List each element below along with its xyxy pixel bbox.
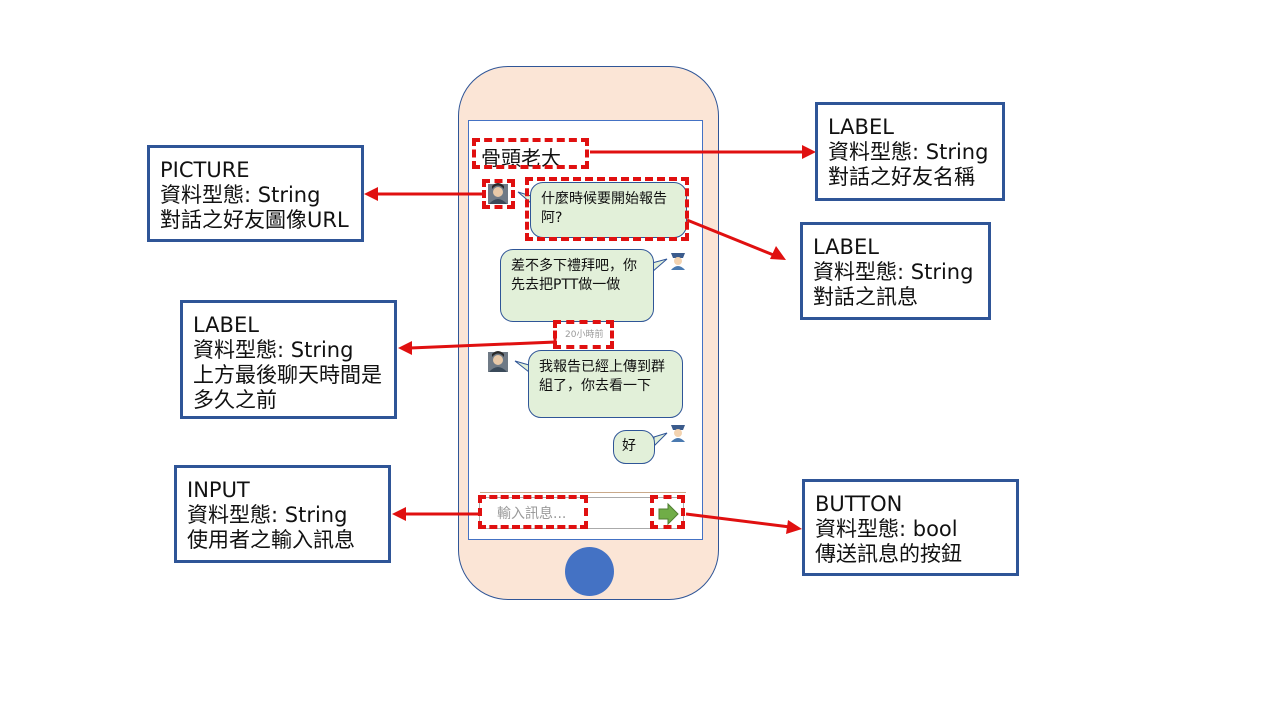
home-button[interactable] bbox=[565, 547, 614, 596]
message-bubble: 好 bbox=[613, 430, 655, 464]
annotation-dtype: 資料型態: String bbox=[828, 140, 989, 164]
annotation-type: BUTTON bbox=[815, 492, 903, 516]
timestamp-label: 20小時前 bbox=[565, 330, 604, 340]
annotation-dtype: 資料型態: String bbox=[813, 260, 974, 284]
annotation-desc: 傳送訊息的按鈕 bbox=[815, 542, 962, 566]
highlight-send-button bbox=[650, 495, 685, 529]
message-text: 差不多下禮拜吧，你先去把PTT做一做 bbox=[511, 258, 637, 293]
annotation-dtype: 資料型態: String bbox=[193, 338, 354, 362]
message-text: 什麼時候要開始報告阿? bbox=[541, 191, 667, 226]
annotation-desc: 使用者之輸入訊息 bbox=[187, 528, 355, 552]
annotation-type: PICTURE bbox=[160, 158, 250, 182]
annotation-message: LABEL 資料型態: String 對話之訊息 bbox=[800, 222, 991, 320]
user-avatar-icon bbox=[671, 425, 685, 442]
input-divider bbox=[480, 492, 686, 493]
annotation-picture: PICTURE 資料型態: String 對話之好友圖像URL bbox=[147, 145, 364, 242]
user-avatar-icon bbox=[671, 253, 685, 270]
message-text: 我報告已經上傳到群組了，你去看一下 bbox=[539, 359, 665, 394]
highlight-input bbox=[478, 495, 588, 529]
annotation-button: BUTTON 資料型態: bool 傳送訊息的按鈕 bbox=[802, 479, 1019, 576]
message-text: 好 bbox=[622, 438, 636, 454]
annotation-desc: 對話之好友圖像URL bbox=[160, 208, 349, 232]
annotation-desc: 對話之好友名稱 bbox=[828, 165, 975, 189]
annotation-input: INPUT 資料型態: String 使用者之輸入訊息 bbox=[174, 465, 391, 563]
message-bubble: 什麼時候要開始報告阿? bbox=[530, 182, 687, 238]
annotation-type: LABEL bbox=[813, 235, 879, 259]
annotation-dtype: 資料型態: String bbox=[160, 183, 321, 207]
highlight-friend-name bbox=[472, 138, 589, 169]
annotation-desc: 上方最後聊天時間是 bbox=[193, 363, 382, 387]
message-bubble: 差不多下禮拜吧，你先去把PTT做一做 bbox=[500, 249, 654, 322]
annotation-type: INPUT bbox=[187, 478, 250, 502]
friend-avatar-icon bbox=[488, 183, 508, 204]
highlight-message bbox=[525, 177, 689, 241]
friend-avatar-icon bbox=[488, 351, 508, 372]
annotation-type: LABEL bbox=[193, 313, 259, 337]
annotation-dtype: 資料型態: bool bbox=[815, 517, 958, 541]
annotation-desc: 對話之訊息 bbox=[813, 285, 918, 309]
annotation-friend-name: LABEL 資料型態: String 對話之好友名稱 bbox=[815, 102, 1005, 201]
annotation-type: LABEL bbox=[828, 115, 894, 139]
annotation-dtype: 資料型態: String bbox=[187, 503, 348, 527]
message-input-placeholder[interactable]: 輸入訊息... bbox=[497, 506, 567, 522]
message-bubble: 我報告已經上傳到群組了，你去看一下 bbox=[528, 350, 683, 418]
arrow-right-icon bbox=[658, 502, 679, 526]
highlight-friend-avatar bbox=[482, 179, 515, 209]
annotation-timestamp: LABEL 資料型態: String 上方最後聊天時間是 多久之前 bbox=[180, 300, 397, 419]
annotation-desc: 多久之前 bbox=[193, 388, 277, 412]
